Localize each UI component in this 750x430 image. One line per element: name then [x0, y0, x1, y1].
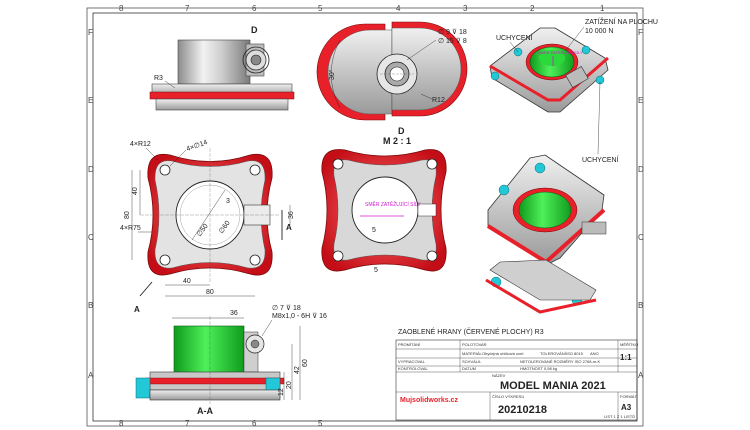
zone-top-8: 8 — [119, 4, 124, 13]
zone-top-2: 2 — [530, 4, 535, 13]
inner-frame — [92, 12, 638, 422]
detail-scale: M 2 : 1 — [383, 136, 411, 146]
zone-right-B: B — [638, 301, 643, 310]
zone-top-6: 6 — [252, 4, 257, 13]
tb-date: DATUM — [462, 366, 476, 371]
tb-weight: HMOTNOST 0,98 kg — [520, 366, 557, 371]
section-view-a-a: 36 ∅ 7 ⊽ 18 M8x1,0 - 6H ⊽ 16 60 42 20 12… — [135, 304, 327, 416]
dim-36-section: 36 — [230, 310, 238, 317]
dim-4xr12: 4×R12 — [130, 141, 151, 148]
zone-left-C: C — [88, 233, 94, 242]
zone-top-3: 3 — [463, 4, 468, 13]
zone-left-D: D — [88, 165, 94, 174]
dim-hole9: ∅ 9 ⊽ 18 — [438, 28, 467, 36]
dim-r3: R3 — [154, 75, 163, 82]
zone-right-C: C — [638, 233, 644, 242]
zone-top-1: 1 — [600, 4, 605, 13]
tb-sheet-info: LIST 1 Z 1 LISTŮ — [604, 414, 635, 419]
zone-bottom-8: 8 — [119, 419, 124, 428]
cut-marker-a-left: A — [134, 305, 140, 314]
dim-r12-detail: R12 — [432, 97, 445, 104]
tb-general-tolerance: NETOLEROVANÉ ROZMĚRY ISO 2768-m-K — [520, 359, 601, 364]
section-label: A-A — [197, 406, 213, 416]
drawing-number: 20210218 — [498, 404, 547, 416]
load-direction-top: SMĚR ZATĚŽUJÍCÍ SÍLY — [538, 50, 583, 55]
zone-markers-left: F E D C B A — [88, 28, 94, 380]
dim-5b-center: 5 — [374, 267, 378, 274]
zone-left-A: A — [88, 371, 94, 380]
zone-left-E: E — [88, 96, 93, 105]
tb-material-label: MATERIÁL — [462, 351, 482, 356]
zone-markers-top: 8 7 6 5 4 3 2 1 — [119, 4, 605, 13]
dim-30deg: 30° — [328, 69, 336, 80]
dim-cbore15: ∅ 15 ⊽ 8 — [438, 37, 467, 45]
detail-view-d: 30° ∅ 9 ⊽ 18 ∅ 15 ⊽ 8 R12 D M 2 : 1 — [316, 21, 468, 146]
bottom-plan-view: SMĚR ZATĚŽUJÍCÍ SÍLY 5 5 — [321, 149, 447, 274]
load-value: 10 000 N — [585, 28, 613, 35]
tb-scale-label: MĚŘÍTKO — [620, 342, 638, 347]
zone-right-D: D — [638, 165, 644, 174]
tb-name-label: NÁZEV — [492, 373, 506, 378]
dim-40-horizontal: 40 — [183, 278, 191, 285]
title-block: ZAOBLENÉ HRANY (ČERVENÉ PLOCHY) R3 PROMÍ… — [395, 327, 638, 421]
tb-drawing-no-label: ČÍSLO VÝKRESU — [492, 394, 524, 399]
front-view: R3 D — [149, 25, 295, 111]
dim-5-center: 5 — [372, 227, 376, 234]
tb-scale-value: 1:1 — [620, 353, 632, 362]
dim-20: 20 — [286, 381, 293, 389]
zone-left-B: B — [88, 301, 93, 310]
load-direction-center: SMĚR ZATĚŽUJÍCÍ SÍLY — [365, 200, 421, 208]
tb-checked: KONTROLOVAL — [398, 366, 428, 371]
iso-view-top: ZATÍŽENÍ NA PLOCHU 10 000 N UCHYCENÍ UCH… — [489, 17, 658, 164]
dim-4xr75: 4×R75 — [120, 225, 141, 232]
zone-bottom-5: 5 — [318, 419, 323, 428]
site-logo: Mujsolidworks.cz — [400, 397, 458, 404]
dim-60: 60 — [302, 359, 309, 367]
dim-80-horizontal: 80 — [206, 289, 214, 296]
tb-projection: PROMÍTÁNÍ — [398, 342, 421, 347]
fix-label-top: UCHYCENÍ — [496, 33, 533, 42]
tb-drawn-by: VYPRACOVAL — [398, 359, 426, 364]
zone-bottom-6: 6 — [252, 419, 257, 428]
tb-material-value: Obyčejná uhlíková ocel — [482, 351, 523, 356]
dim-hole7: ∅ 7 ⊽ 18 — [272, 304, 301, 312]
dim-12: 12 — [278, 388, 285, 396]
tb-blank: POLOTOVAR — [462, 342, 487, 347]
cut-marker-a-right: A — [286, 223, 292, 232]
dim-80-vertical: 80 — [124, 211, 131, 219]
zone-top-7: 7 — [185, 4, 190, 13]
zone-right-F: F — [638, 28, 643, 37]
dim-40-vertical: 40 — [132, 187, 139, 195]
zone-top-4: 4 — [396, 4, 401, 13]
zone-bottom-7: 7 — [185, 419, 190, 428]
zone-top-5: 5 — [318, 4, 323, 13]
iso-view-bottom — [485, 154, 607, 314]
dim-3: 3 — [226, 198, 230, 205]
load-label: ZATÍŽENÍ NA PLOCHU — [585, 17, 658, 26]
tb-approved: SCHVÁLIL — [462, 359, 482, 364]
drawing-title: MODEL MANIA 2021 — [500, 380, 606, 392]
tb-format-value: A3 — [621, 403, 632, 412]
zone-left-F: F — [88, 28, 93, 37]
tb-tolerance-label: TOLEROVÁNÍ — [540, 351, 567, 356]
zone-right-A: A — [638, 371, 644, 380]
detail-letter-d: D — [251, 25, 258, 35]
fillet-note: ZAOBLENÉ HRANY (ČERVENÉ PLOCHY) R3 — [398, 327, 544, 336]
zone-markers-right: F E D C B A — [638, 28, 644, 380]
plan-view: 4×R12 4×∅14 4×R75 80 40 40 80 36 3 ∅50 ∅… — [120, 139, 295, 314]
detail-title-d: D — [398, 126, 405, 136]
tb-tolerance-yes: ANO — [590, 351, 599, 356]
zone-right-E: E — [638, 96, 643, 105]
tb-format-label: FORMÁT — [620, 394, 637, 399]
dim-42: 42 — [294, 366, 301, 374]
zone-markers-bottom: 8 7 6 5 — [119, 419, 323, 428]
dim-36-side: 36 — [288, 211, 295, 219]
fix-label-bottom: UCHYCENÍ — [582, 155, 619, 164]
tb-tolerance-standard: ISO 8015 — [566, 351, 584, 356]
dim-thread: M8x1,0 - 6H ⊽ 16 — [272, 312, 327, 320]
